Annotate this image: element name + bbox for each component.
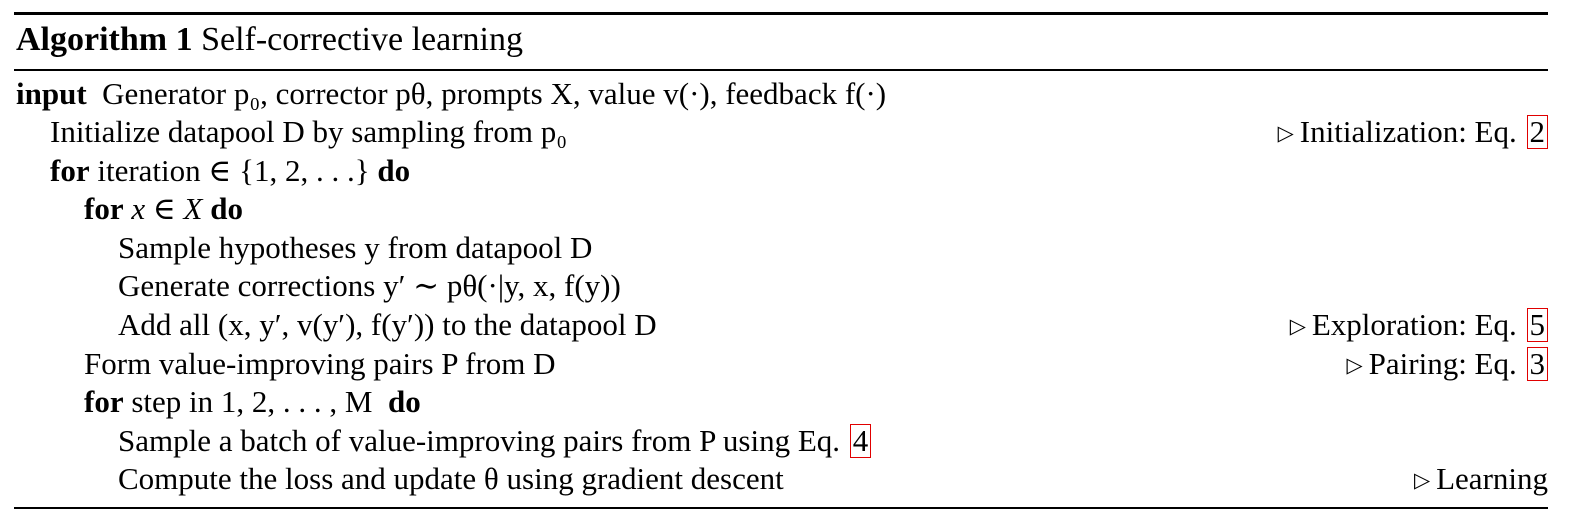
comment-text: Learning (1436, 461, 1548, 497)
sample-batch-text: Sample a batch of value-improving pairs … (118, 422, 841, 458)
line-compute-loss: Compute the loss and update θ using grad… (14, 460, 1548, 499)
generate-corrections-text: Generate corrections y′ ∼ pθ(·|y, x, f(y… (118, 268, 621, 304)
for-x-text: x ∈ X (131, 191, 203, 227)
triangle-right-icon: ▷ (1413, 468, 1431, 493)
triangle-right-icon: ▷ (1346, 352, 1363, 377)
keyword-do: do (210, 191, 243, 227)
for-step-text: step in 1, 2, . . . , M (131, 384, 373, 420)
keyword-input: input (16, 75, 87, 111)
line-sample-hypotheses: Sample hypotheses y from datapool D (14, 229, 1548, 268)
line-generate-corrections: Generate corrections y′ ∼ pθ(·|y, x, f(y… (14, 267, 1548, 306)
equation-ref-link[interactable]: 3 (1526, 346, 1548, 381)
comment-text: Pairing: Eq. (1368, 345, 1517, 381)
line-form-pairs: Form value-improving pairs P from D ▷Pai… (14, 345, 1548, 384)
comment-exploration: ▷Exploration: Eq. 5 (1290, 306, 1548, 348)
line-for-x: for x ∈ X do (14, 190, 1548, 229)
line-for-step: for step in 1, 2, . . . , M do (14, 383, 1548, 422)
algorithm-block: Algorithm 1 Self-corrective learning inp… (14, 12, 1548, 509)
algorithm-label: Algorithm 1 (16, 21, 193, 58)
caption-rule (14, 69, 1548, 71)
for-iteration-text: iteration ∈ {1, 2, . . .} (97, 152, 370, 188)
form-pairs-text: Form value-improving pairs P from D (84, 345, 556, 381)
line-sample-batch: Sample a batch of value-improving pairs … (14, 422, 1548, 461)
initialize-text: Initialize datapool D by sampling from p… (50, 114, 568, 150)
line-input: input Generator p₀, corrector pθ, prompt… (14, 75, 1548, 114)
triangle-right-icon: ▷ (1289, 314, 1306, 339)
line-for-iteration: for iteration ∈ {1, 2, . . .} do (14, 152, 1548, 191)
equation-ref-link[interactable]: 4 (849, 423, 872, 458)
input-text: Generator p₀, corrector pθ, prompts X, v… (102, 75, 887, 111)
equation-ref-link[interactable]: 2 (1526, 115, 1548, 150)
bottom-rule (14, 507, 1548, 509)
compute-loss-text: Compute the loss and update θ using grad… (118, 461, 784, 497)
comment-pairing: ▷Pairing: Eq. 3 (1346, 345, 1548, 387)
triangle-right-icon: ▷ (1277, 121, 1294, 146)
keyword-do: do (387, 384, 421, 420)
algorithm-body: input Generator p₀, corrector pθ, prompt… (14, 71, 1548, 508)
keyword-for: for (84, 384, 124, 420)
sample-hypotheses-text: Sample hypotheses y from datapool D (118, 229, 593, 265)
algorithm-title: Self-corrective learning (201, 21, 523, 58)
top-rule (14, 12, 1548, 15)
comment-text: Exploration: Eq. (1311, 307, 1517, 343)
line-initialize: Initialize datapool D by sampling from p… (14, 113, 1548, 152)
comment-learning: ▷Learning (1414, 460, 1548, 502)
line-add-all: Add all (x, y′, v(y′), f(y′)) to the dat… (14, 306, 1548, 345)
keyword-for: for (84, 191, 124, 227)
algorithm-caption: Algorithm 1 Self-corrective learning (14, 15, 1548, 69)
equation-ref-link[interactable]: 5 (1526, 308, 1548, 343)
keyword-for: for (50, 152, 90, 188)
add-all-text: Add all (x, y′, v(y′), f(y′)) to the dat… (118, 307, 657, 343)
comment-initialization: ▷Initialization: Eq. 2 (1278, 113, 1548, 155)
comment-text: Initialization: Eq. (1299, 114, 1517, 150)
keyword-do: do (377, 152, 411, 188)
